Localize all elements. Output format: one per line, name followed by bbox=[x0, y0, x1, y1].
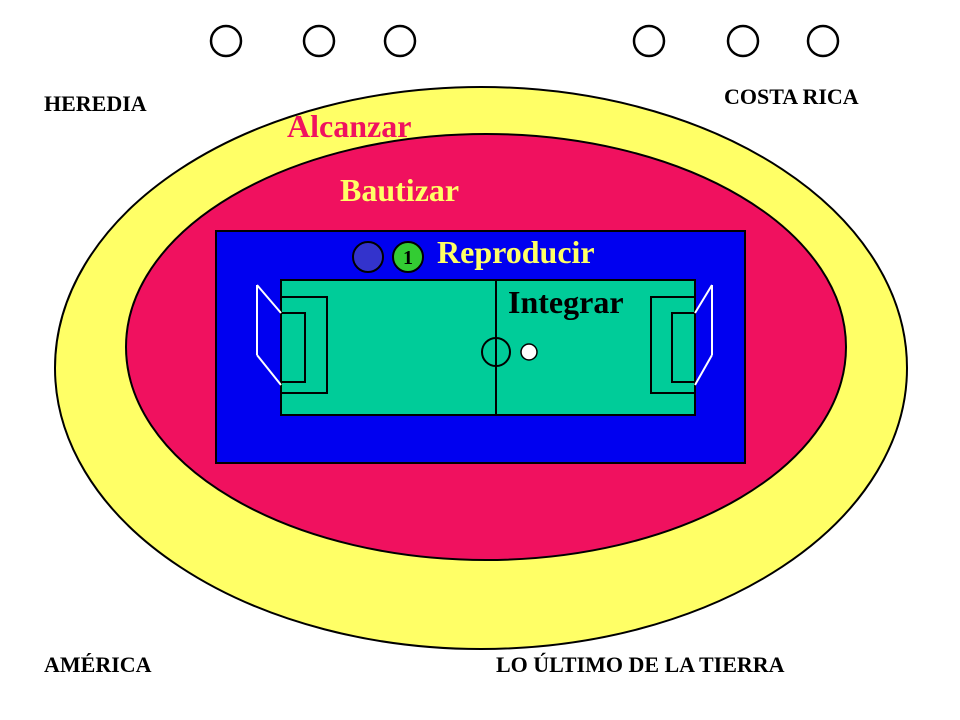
right-goal-area bbox=[671, 312, 696, 383]
top-circles bbox=[209, 24, 840, 58]
left-goal-icon bbox=[256, 284, 282, 386]
label-lo-ultimo-de-la-tierra: LO ÚLTIMO DE LA TIERRA bbox=[496, 652, 785, 677]
label-america: AMÉRICA bbox=[44, 652, 152, 677]
label-alcanzar: Alcanzar bbox=[287, 108, 412, 144]
circle-icon bbox=[726, 24, 760, 58]
field-surface bbox=[280, 279, 696, 416]
right-goal-icon bbox=[694, 284, 713, 386]
center-circle bbox=[481, 337, 511, 367]
soccer-ball-icon bbox=[520, 343, 538, 361]
player-number: 1 bbox=[403, 247, 413, 269]
label-reproducir: Reproducir bbox=[437, 234, 595, 270]
circle-icon bbox=[209, 24, 243, 58]
circle-icon bbox=[806, 24, 840, 58]
label-bautizar: Bautizar bbox=[340, 172, 460, 208]
circle-icon bbox=[302, 24, 336, 58]
label-integrar: Integrar bbox=[508, 284, 624, 320]
circle-icon bbox=[632, 24, 666, 58]
circle-icon bbox=[383, 24, 417, 58]
label-costa-rica: COSTA RICA bbox=[724, 84, 859, 109]
soccer-field bbox=[256, 279, 713, 416]
label-heredia: HEREDIA bbox=[44, 91, 147, 116]
player-green-icon bbox=[392, 241, 424, 273]
player-blue-icon bbox=[352, 241, 384, 273]
left-goal-area bbox=[280, 312, 306, 383]
